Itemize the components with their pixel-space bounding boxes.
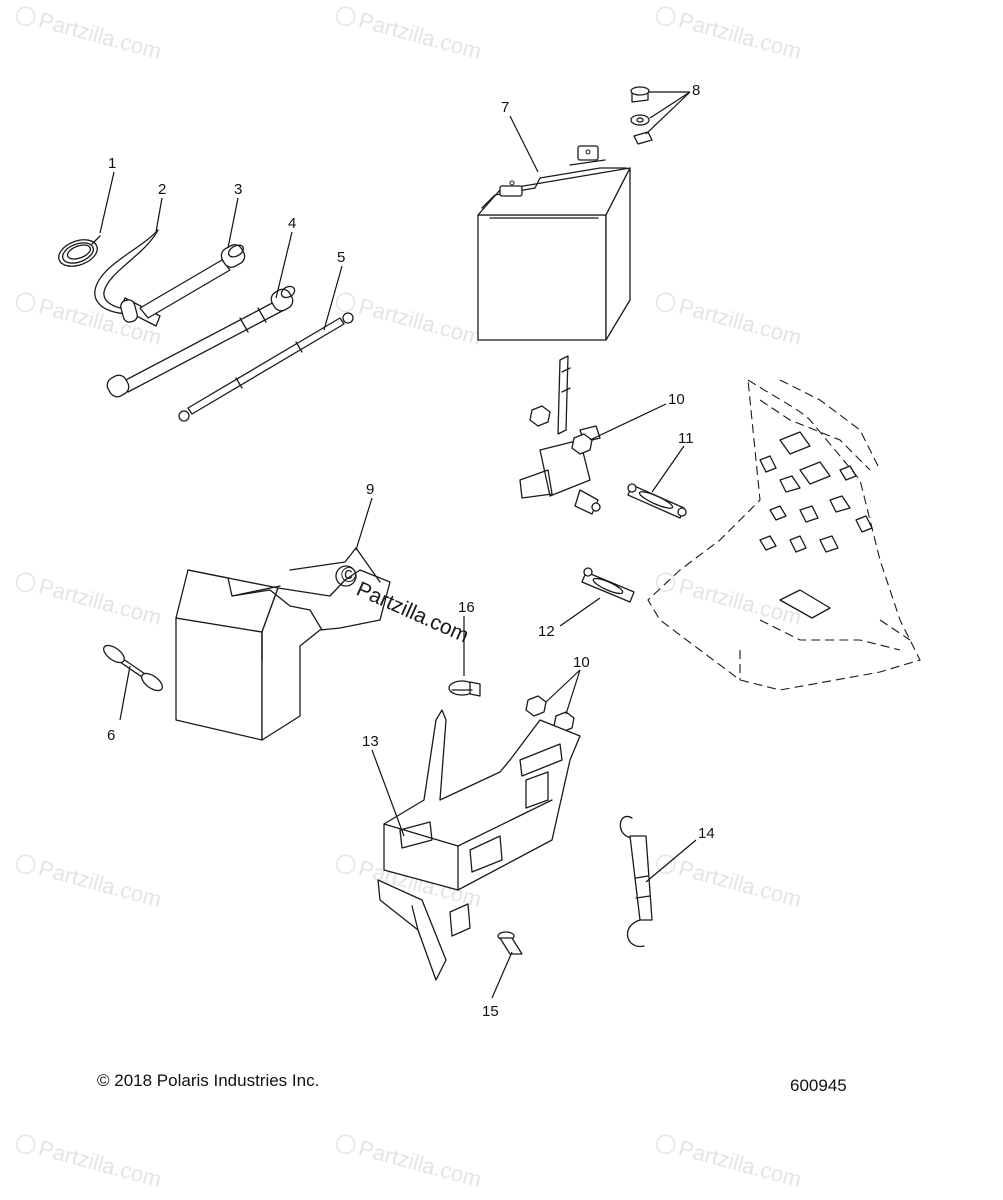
watermark: Partzilla.com	[335, 1134, 484, 1192]
svg-text:Partzilla.com: Partzilla.com	[36, 855, 164, 912]
callout-4: 4	[288, 215, 296, 232]
callout-leader-15	[491, 951, 513, 999]
part-7-battery	[477, 145, 631, 341]
svg-text:Partzilla.com: Partzilla.com	[36, 7, 164, 64]
watermark-layer: Partzilla.com Partzilla.com Partzilla.co…	[15, 6, 804, 1192]
part-6-foam-tube	[103, 644, 163, 692]
callout-leader-10a	[589, 403, 667, 441]
callout-leader-6	[119, 665, 131, 721]
svg-text:Partzilla.com: Partzilla.com	[36, 293, 164, 350]
svg-text:Partzilla.com: Partzilla.com	[36, 1135, 164, 1192]
callouts: 1 2 3 4 5 6 7 8 9 10 10 11 12 13 14 15 1	[99, 82, 715, 1020]
watermark: Partzilla.com	[655, 6, 804, 64]
callout-leader-4	[275, 231, 293, 299]
svg-text:Partzilla.com: Partzilla.com	[676, 573, 804, 630]
callout-1: 1	[108, 155, 116, 172]
callout-leader-13	[371, 749, 405, 837]
callout-11: 11	[678, 430, 694, 447]
callout-12: 12	[538, 623, 555, 640]
callout-leader-3	[227, 197, 239, 249]
svg-text:Partzilla.com: Partzilla.com	[356, 1135, 484, 1192]
callout-3: 3	[234, 181, 242, 198]
watermark: Partzilla.com	[15, 1134, 164, 1192]
callout-9: 9	[366, 481, 374, 498]
part-10-nuts-upper	[529, 405, 593, 455]
svg-text:Partzilla.com: Partzilla.com	[676, 7, 804, 64]
callout-leader-12	[559, 597, 601, 627]
part-15-bolt	[497, 931, 523, 955]
watermark: Partzilla.com	[15, 854, 164, 912]
callout-6: 6	[107, 727, 115, 744]
svg-text:©: ©	[341, 564, 357, 587]
copyright-text: © 2018 Polaris Industries Inc.	[97, 1071, 320, 1090]
callout-14: 14	[698, 825, 715, 842]
part-14-strap	[619, 815, 653, 948]
part-1-cable-tie	[58, 235, 101, 267]
part-9-battery-cover	[175, 547, 391, 741]
svg-text:Partzilla.com: Partzilla.com	[36, 573, 164, 630]
svg-text:Partzilla.com: Partzilla.com	[356, 7, 484, 64]
callout-leader-5	[323, 265, 343, 331]
watermark: Partzilla.com	[655, 854, 804, 912]
part-12-strap-bracket	[581, 567, 635, 603]
svg-text:Partzilla.com: Partzilla.com	[676, 293, 804, 350]
callout-leader-11	[651, 445, 685, 493]
callout-16: 16	[458, 599, 475, 616]
svg-text:Partzilla.com: Partzilla.com	[676, 855, 804, 912]
watermark: Partzilla.com	[15, 572, 164, 630]
watermark: Partzilla.com	[15, 6, 164, 64]
watermark: Partzilla.com	[335, 292, 484, 350]
part-8-hardware	[630, 86, 653, 145]
callout-leader-8	[645, 91, 691, 135]
callout-10a: 10	[668, 391, 685, 408]
callout-leader-1	[99, 171, 115, 234]
callout-leader-7	[509, 115, 539, 173]
callout-leader-14	[645, 839, 697, 883]
part-3-cable	[139, 244, 246, 319]
callout-leader-9	[355, 497, 373, 551]
callout-5: 5	[337, 249, 345, 266]
part-harness	[519, 355, 601, 515]
diagram-id: 600945	[790, 1076, 847, 1095]
callout-2: 2	[158, 181, 166, 198]
callout-15: 15	[482, 1003, 499, 1020]
callout-8: 8	[692, 82, 700, 99]
svg-text:Partzilla.com: Partzilla.com	[356, 293, 484, 350]
part-16-clip	[448, 680, 481, 697]
watermark: Partzilla.com	[335, 6, 484, 64]
callout-13: 13	[362, 733, 379, 750]
watermark: Partzilla.com	[655, 1134, 804, 1192]
part-5-cable	[178, 312, 354, 422]
callout-leader-2	[155, 197, 163, 233]
callout-10b: 10	[573, 654, 590, 671]
callout-leader-10b	[545, 669, 581, 715]
svg-text:Partzilla.com: Partzilla.com	[676, 1135, 804, 1192]
watermark: Partzilla.com	[655, 292, 804, 350]
frame-fender	[647, 378, 921, 691]
part-11-strap-bracket	[627, 483, 687, 519]
part-4-cable	[106, 285, 296, 398]
callout-7: 7	[501, 99, 509, 116]
part-13-battery-tray	[377, 709, 581, 981]
